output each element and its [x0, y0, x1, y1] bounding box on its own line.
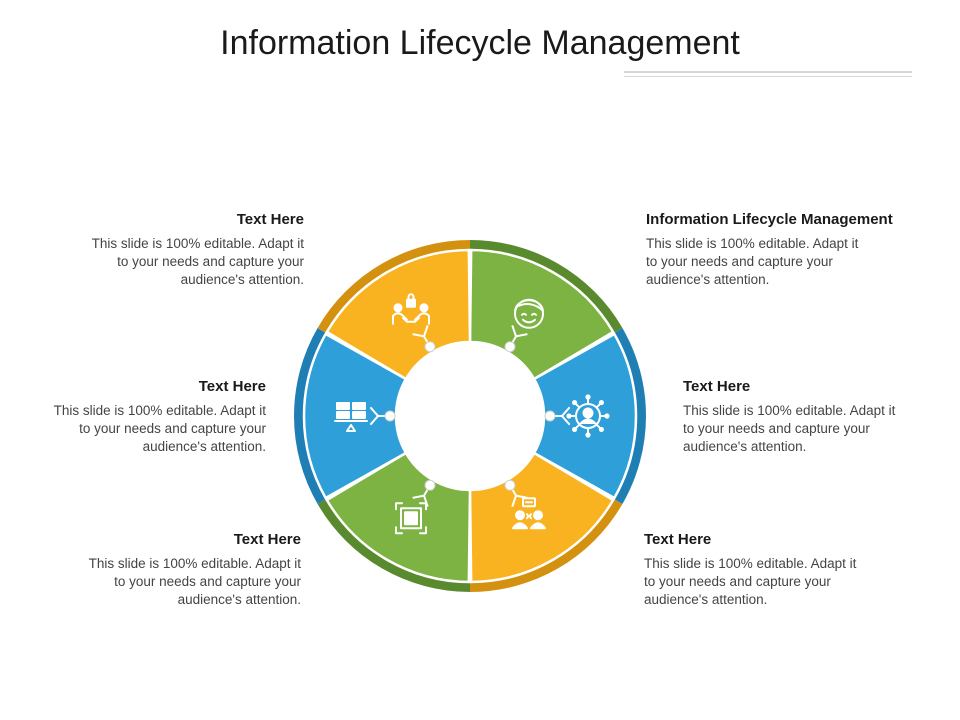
- block-heading: Text Here: [644, 531, 712, 548]
- connector-arrow-icon: [544, 406, 571, 426]
- presentation-board-icon: [334, 402, 368, 432]
- title-rule: [624, 71, 912, 73]
- block-heading: Text Here: [683, 378, 751, 395]
- connector-arrow-icon: [504, 325, 528, 353]
- title-rule: [624, 76, 912, 77]
- block-body: This slide is 100% editable. Adapt it to…: [644, 556, 857, 607]
- block-heading: Text Here: [236, 211, 304, 228]
- center-hole: [398, 344, 542, 488]
- text-block-middle-right: Text Here This slide is 100% editable. A…: [683, 378, 943, 456]
- text-block-bottom-right: Text Here This slide is 100% editable. A…: [644, 531, 904, 609]
- block-heading: Information Lifecycle Management: [646, 211, 893, 228]
- text-block-bottom-left: Text Here This slide is 100% editable. A…: [41, 531, 301, 609]
- smiling-face-icon: [514, 298, 544, 329]
- people-talking-icon: [512, 497, 546, 530]
- block-body: This slide is 100% editable. Adapt it to…: [88, 556, 301, 607]
- block-heading: Text Here: [233, 531, 301, 548]
- block-body: This slide is 100% editable. Adapt it to…: [91, 236, 304, 287]
- block-heading: Text Here: [198, 378, 266, 395]
- text-block-top-right: Information Lifecycle Management This sl…: [646, 211, 906, 289]
- person-network-icon: [566, 394, 610, 438]
- block-body: This slide is 100% editable. Adapt it to…: [53, 403, 266, 454]
- connector-arrow-icon: [412, 479, 436, 507]
- handshake-lock-icon: [392, 293, 430, 325]
- text-block-middle-left: Text Here This slide is 100% editable. A…: [6, 378, 266, 456]
- text-block-top-left: Text Here This slide is 100% editable. A…: [44, 211, 304, 289]
- frame-icon: [395, 502, 427, 535]
- block-body: This slide is 100% editable. Adapt it to…: [646, 236, 859, 287]
- connector-arrow-icon: [412, 325, 436, 353]
- block-body: This slide is 100% editable. Adapt it to…: [683, 403, 896, 454]
- connector-arrow-icon: [504, 479, 528, 507]
- connector-arrow-icon: [369, 406, 396, 426]
- slide-title: Information Lifecycle Management: [220, 24, 740, 62]
